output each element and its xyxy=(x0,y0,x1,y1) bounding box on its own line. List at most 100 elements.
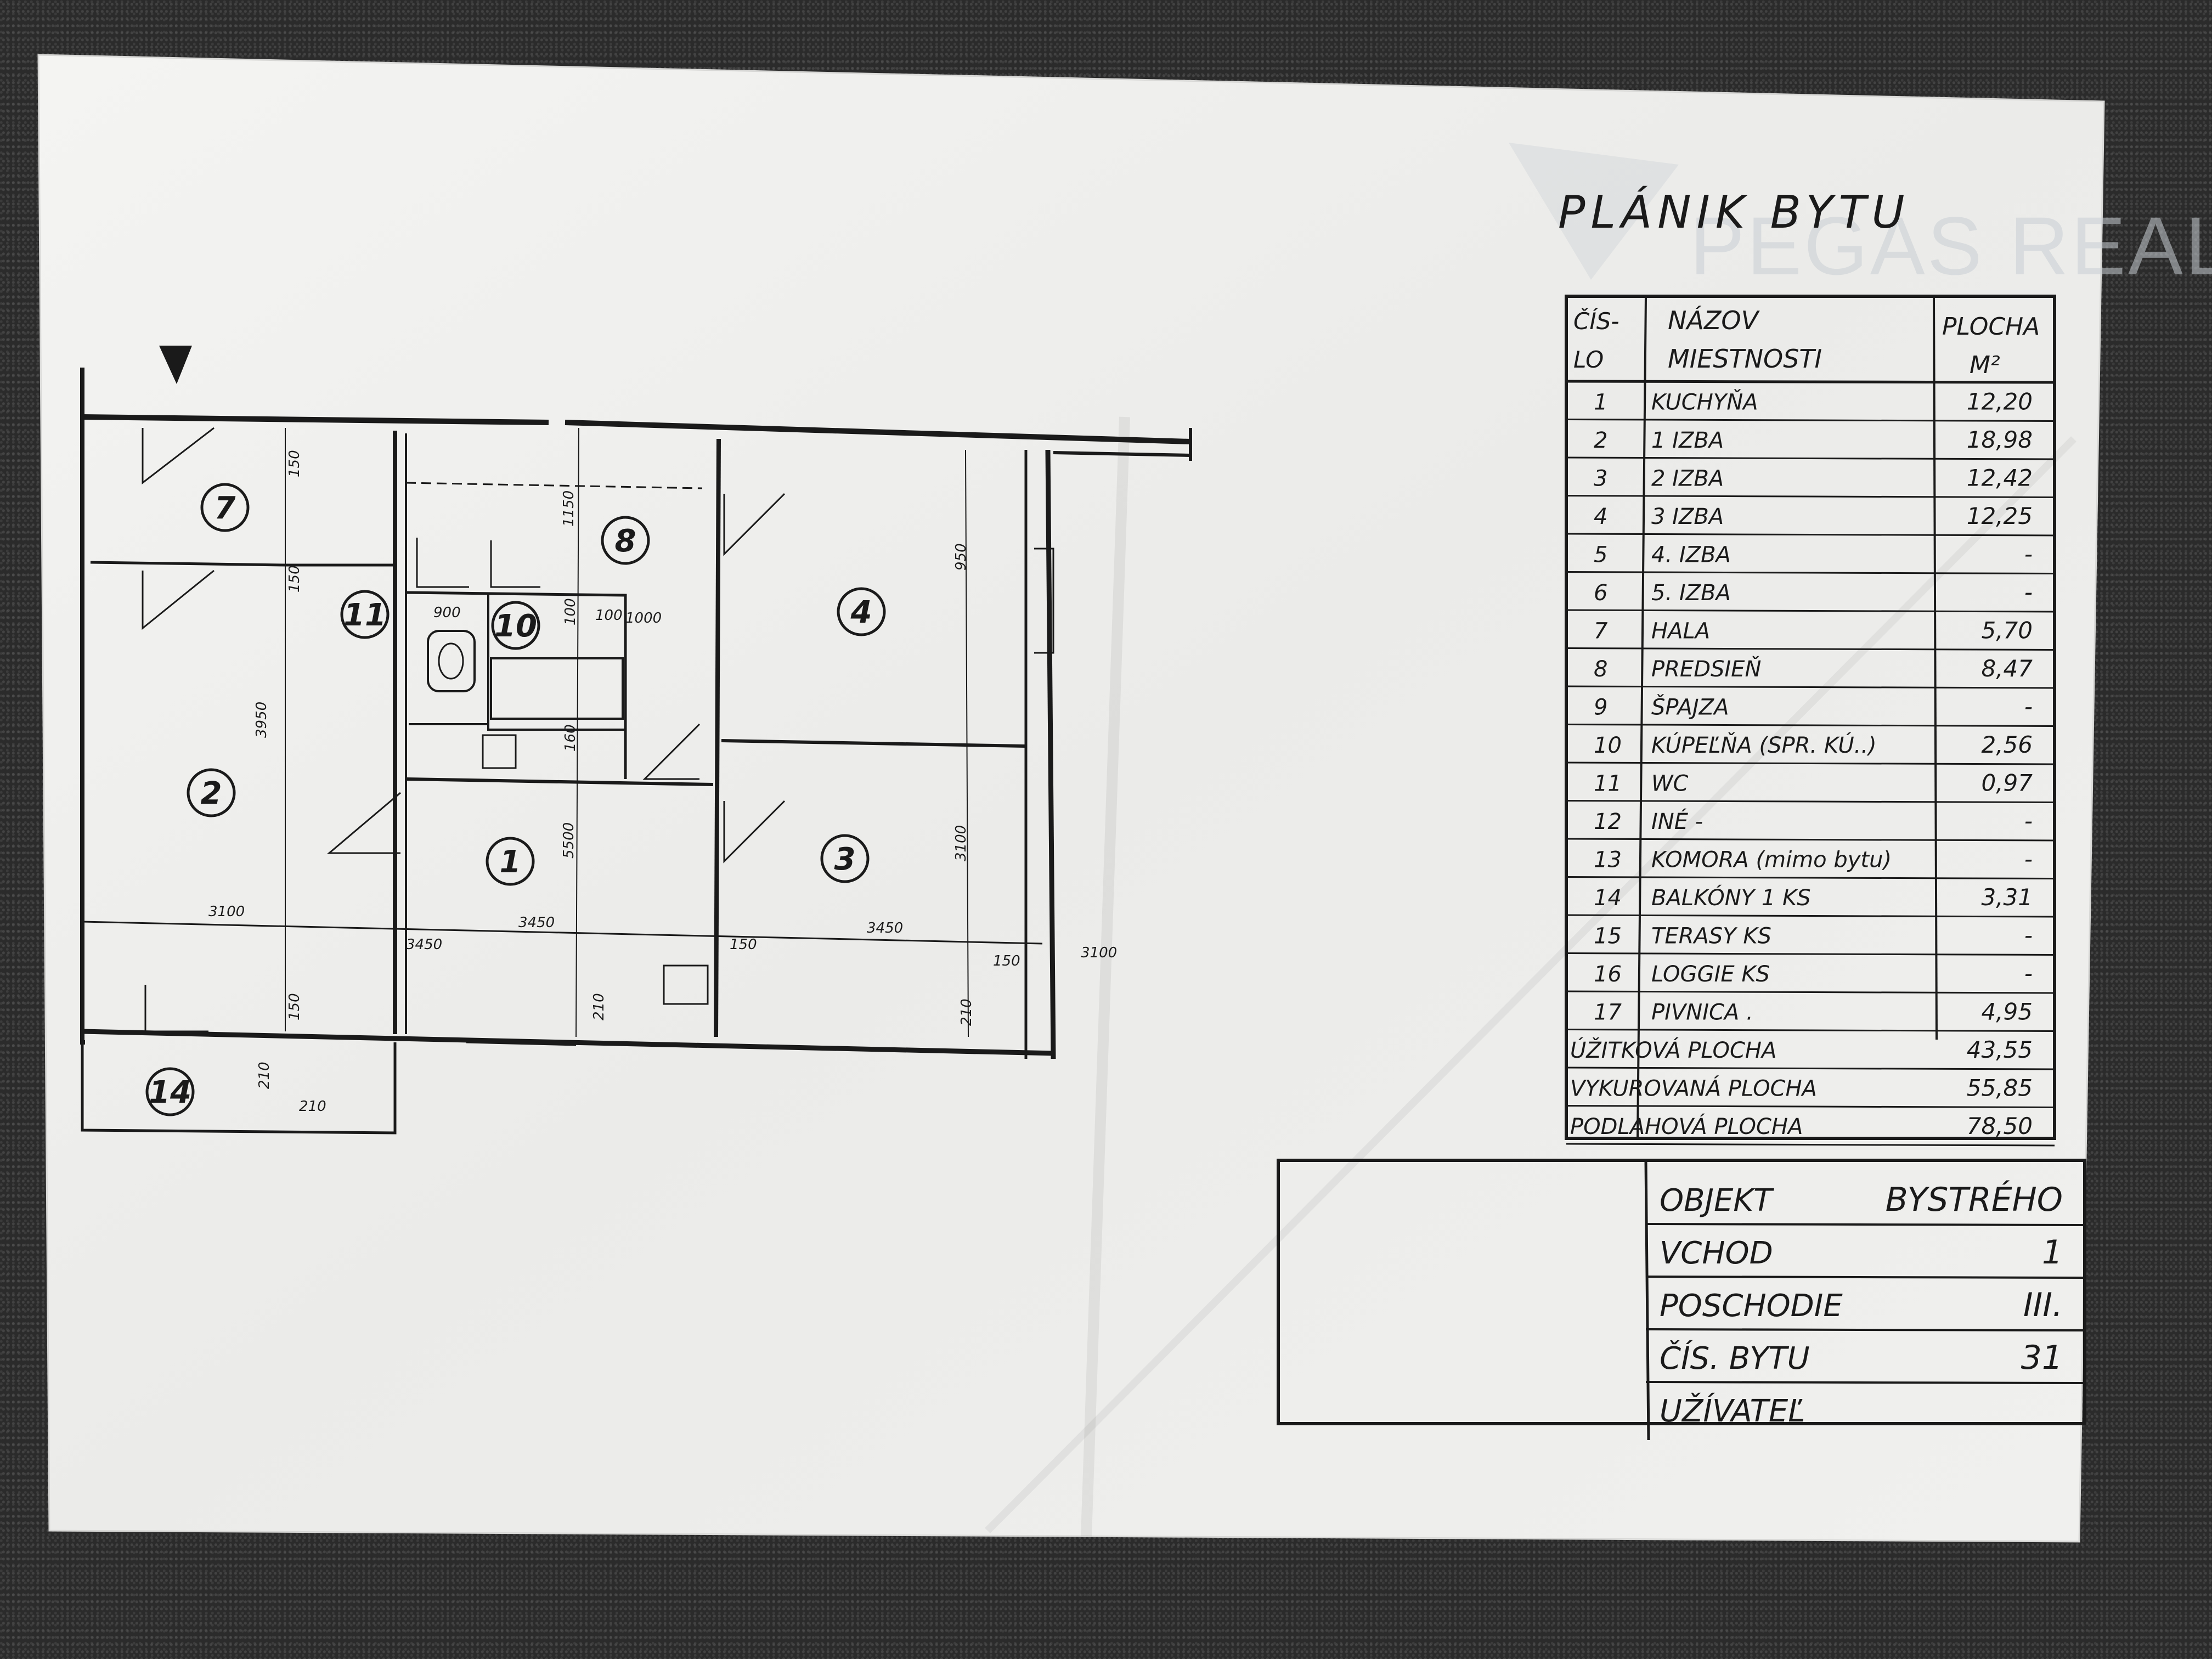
header-number-line2: LO xyxy=(1573,346,1604,373)
room-name: 1 IZBA xyxy=(1651,428,1724,453)
room-name: WC xyxy=(1651,771,1689,797)
room-area: - xyxy=(2024,960,2033,987)
room-label: 1 xyxy=(500,844,521,880)
room-area: - xyxy=(2024,579,2033,606)
room-label: 10 xyxy=(494,608,537,644)
room-area: - xyxy=(2024,808,2033,834)
object-value: 31 xyxy=(2021,1339,2063,1377)
room-label: 2 xyxy=(201,776,222,811)
object-label: ČÍS. BYTU xyxy=(1660,1341,1810,1376)
header-name-line2: MIESTNOSTI xyxy=(1668,344,1822,374)
room-number: 9 xyxy=(1594,695,1607,720)
watermark-logo xyxy=(1509,143,1679,280)
room-area: 18,98 xyxy=(1967,426,2033,453)
object-value: 1 xyxy=(2042,1233,2063,1272)
room-circle xyxy=(601,516,650,565)
room-name: ŠPAJZA xyxy=(1651,694,1729,720)
room-number: 13 xyxy=(1594,848,1622,873)
room-label: 11 xyxy=(343,597,386,633)
watermark-text: PEGAS REAL xyxy=(1690,200,2212,292)
room-name: PREDSIEŇ xyxy=(1651,656,1761,682)
header-number-line1: ČÍS- xyxy=(1573,307,1620,335)
room-name: 3 IZBA xyxy=(1651,504,1724,529)
dimension-label: 160 xyxy=(562,724,579,752)
room-label: 8 xyxy=(615,523,636,559)
room-circle xyxy=(820,834,870,883)
room-area: 8,47 xyxy=(1981,655,2033,682)
dimension-label: 3100 xyxy=(1081,945,1117,961)
room-area: 12,25 xyxy=(1967,503,2033,529)
room-circle xyxy=(491,601,540,650)
dimension-label: 3950 xyxy=(253,702,270,738)
room-number: 4 xyxy=(1594,504,1607,529)
dimension-label: 1000 xyxy=(625,610,662,627)
room-label: 3 xyxy=(834,842,856,877)
room-area: 4,95 xyxy=(1981,998,2033,1025)
total-label: PODLAHOVÁ PLOCHA xyxy=(1570,1113,1803,1139)
room-name: PIVNICA . xyxy=(1651,1000,1753,1025)
entrance-arrow-icon xyxy=(159,346,192,384)
object-label: OBJEKT xyxy=(1660,1183,1774,1218)
dimension-label: 100 xyxy=(562,598,579,625)
room-area: 3,31 xyxy=(1981,884,2033,911)
object-value: III. xyxy=(2023,1286,2063,1324)
room-label: 4 xyxy=(850,595,872,630)
room-number: 1 xyxy=(1594,390,1607,415)
room-area: - xyxy=(2024,541,2033,568)
room-area: 78,50 xyxy=(1967,1113,2033,1139)
room-number: 5 xyxy=(1594,543,1607,568)
room-name: INÉ - xyxy=(1651,808,1703,834)
room-circle xyxy=(340,590,390,639)
room-name: 5. IZBA xyxy=(1651,580,1731,606)
dimension-label: 150 xyxy=(730,936,757,953)
room-number: 2 xyxy=(1594,428,1607,453)
room-circle xyxy=(187,768,236,817)
room-area: - xyxy=(2024,693,2033,720)
dimension-label: 3100 xyxy=(208,904,245,920)
room-name: BALKÓNY 1 KS xyxy=(1651,884,1811,911)
page-title: PLÁNIK BYTU xyxy=(1558,186,1910,239)
dimension-label: 3450 xyxy=(406,936,442,953)
dimension-label: 150 xyxy=(286,450,303,477)
dimension-label: 210 xyxy=(256,1062,273,1089)
room-number: 3 xyxy=(1594,466,1607,492)
dimension-label: 150 xyxy=(286,565,303,592)
room-area: 55,85 xyxy=(1967,1075,2033,1102)
room-name: HALA xyxy=(1651,619,1710,644)
room-area: 12,42 xyxy=(1967,465,2033,492)
dimension-label: 150 xyxy=(286,993,303,1020)
room-area: 5,70 xyxy=(1981,617,2033,644)
room-name: 2 IZBA xyxy=(1651,466,1724,492)
dimension-label: 1150 xyxy=(561,490,577,527)
room-name: TERASY KS xyxy=(1651,924,1771,949)
room-area: 0,97 xyxy=(1981,770,2033,797)
room-area: - xyxy=(2024,922,2033,949)
header-name-line1: NÁZOV xyxy=(1668,306,1760,335)
room-name: KUCHYŇA xyxy=(1651,389,1758,415)
room-number: 11 xyxy=(1594,771,1622,797)
room-label: 7 xyxy=(215,490,236,526)
object-label: VCHOD xyxy=(1660,1235,1773,1271)
floor-plan xyxy=(80,346,1192,1135)
dimension-label: 210 xyxy=(299,1098,326,1115)
room-label: 14 xyxy=(149,1075,191,1110)
header-area-line2: M² xyxy=(1970,351,2000,379)
room-name: KOMORA (mimo bytu) xyxy=(1651,848,1892,873)
room-name: 4. IZBA xyxy=(1651,543,1731,568)
room-number: 8 xyxy=(1594,657,1607,682)
dimension-label: 3100 xyxy=(953,825,969,861)
room-number: 17 xyxy=(1594,1000,1622,1025)
dimension-label: 3450 xyxy=(867,920,903,936)
room-area: - xyxy=(2024,846,2033,873)
object-label: POSCHODIE xyxy=(1660,1288,1843,1324)
room-area: 43,55 xyxy=(1967,1036,2033,1063)
room-number: 15 xyxy=(1594,924,1622,949)
room-circle xyxy=(200,483,250,532)
dimension-label: 210 xyxy=(591,993,607,1020)
room-number: 6 xyxy=(1594,580,1607,606)
room-circle xyxy=(837,587,886,636)
room-number: 14 xyxy=(1594,885,1622,911)
